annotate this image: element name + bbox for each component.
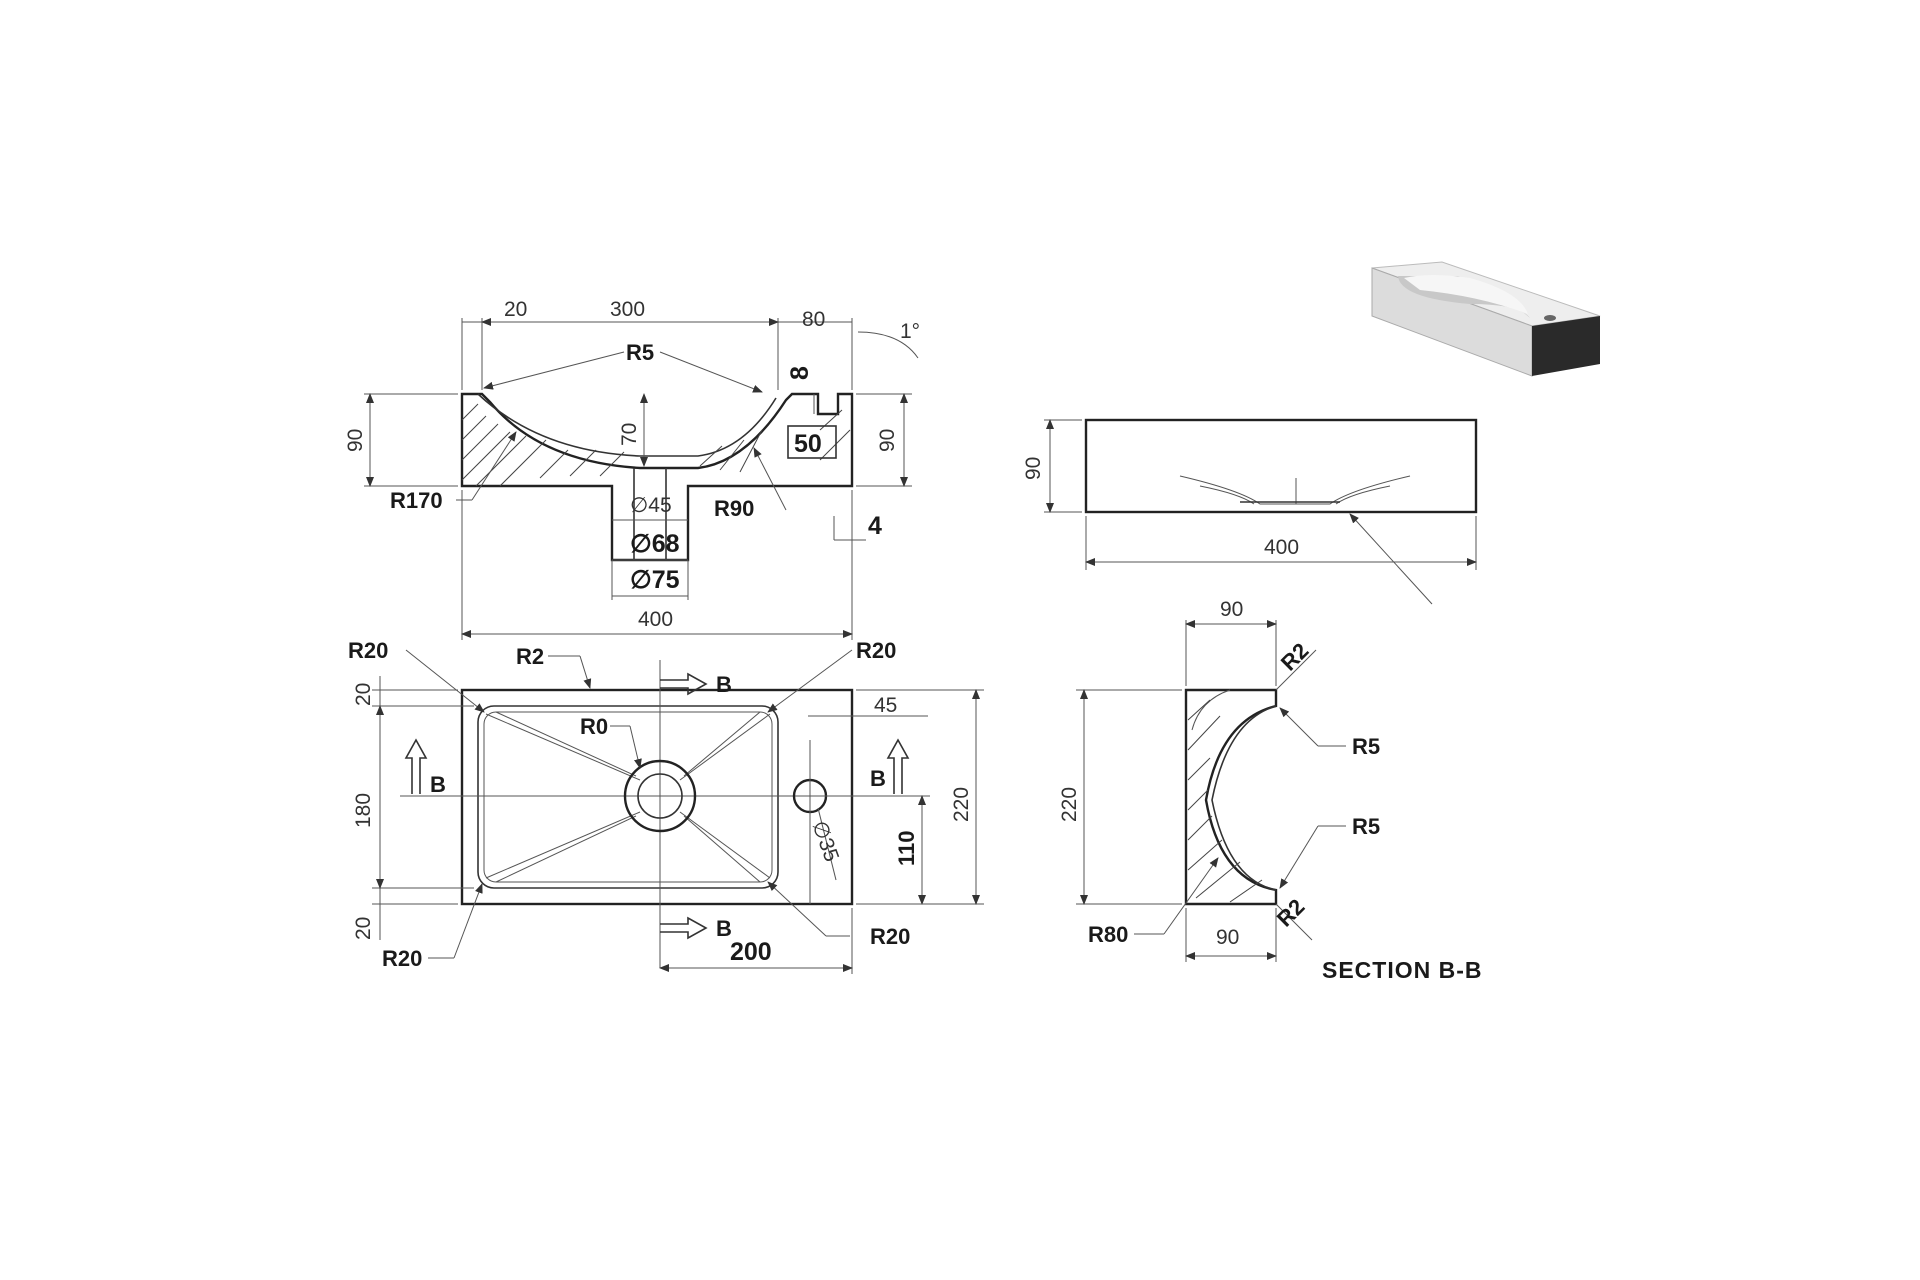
dim-tap-width: 50 bbox=[794, 430, 822, 458]
section-caption: SECTION B-B bbox=[1322, 957, 1483, 983]
radius-bowl-right: R90 bbox=[714, 496, 754, 521]
dim-total-width: 400 bbox=[638, 608, 673, 631]
section-radius-bowl: R80 bbox=[1088, 922, 1128, 947]
section-marker-bottom: B bbox=[716, 916, 732, 941]
side-dim-width: 400 bbox=[1264, 536, 1299, 559]
dim-basin-width: 300 bbox=[610, 298, 645, 321]
section-marker-right: B bbox=[870, 766, 886, 791]
top-view: B B B B R20 R2 R20 R0 R20 R20 20 180 20 bbox=[348, 638, 984, 974]
side-view: 90 400 bbox=[1022, 418, 1478, 605]
basin-render-image bbox=[1371, 261, 1601, 377]
side-dim-height: 90 bbox=[1022, 457, 1045, 480]
dim-total-depth: 220 bbox=[950, 787, 973, 822]
dia-drain-mid: ∅68 bbox=[630, 530, 680, 558]
dim-height-left: 90 bbox=[344, 429, 367, 452]
dia-tap-hole: ∅35 bbox=[807, 818, 843, 865]
dim-tap-height: 110 bbox=[894, 831, 919, 867]
section-dim-bottom-width: 90 bbox=[1216, 926, 1239, 949]
radius-top-left: R20 bbox=[348, 638, 388, 663]
dim-height-right: 90 bbox=[876, 429, 899, 452]
section-radius-bottom-corner: R2 bbox=[1272, 894, 1310, 932]
section-radius-lower: R5 bbox=[1352, 814, 1380, 839]
radius-drain: R0 bbox=[580, 714, 608, 739]
dim-margin-bottom: 20 bbox=[352, 917, 375, 940]
radius-rim: R5 bbox=[626, 340, 654, 365]
dim-deck: 80 bbox=[802, 308, 825, 331]
section-view: 90 90 220 R2 R2 R5 R5 R80 SECTION B-B bbox=[1058, 598, 1483, 983]
dim-left-margin: 20 bbox=[504, 298, 527, 321]
radius-edge: R2 bbox=[516, 644, 544, 669]
section-marker-top: B bbox=[716, 672, 732, 697]
dim-margin-top: 20 bbox=[352, 683, 375, 706]
dim-bowl-depth: 70 bbox=[618, 423, 641, 446]
section-dim-top-width: 90 bbox=[1220, 598, 1243, 621]
front-view: 20 300 80 1° R5 8 50 90 90 70 R170 R90 bbox=[344, 298, 920, 640]
dia-drain-inner: ∅45 bbox=[630, 494, 672, 517]
radius-bottom-left: R20 bbox=[382, 946, 422, 971]
radius-top-right: R20 bbox=[856, 638, 896, 663]
section-marker-left: B bbox=[430, 772, 446, 797]
dim-tap-offset: 45 bbox=[874, 694, 897, 717]
dim-tilt: 1° bbox=[900, 320, 920, 343]
section-radius-top-corner: R2 bbox=[1276, 638, 1314, 676]
dim-tap-depth: 8 bbox=[786, 366, 814, 380]
section-radius-upper: R5 bbox=[1352, 734, 1380, 759]
radius-bottom-right: R20 bbox=[870, 924, 910, 949]
radius-bowl-left: R170 bbox=[390, 488, 443, 513]
dim-drain-x: 200 bbox=[730, 938, 772, 966]
dim-inner-depth: 180 bbox=[352, 793, 375, 828]
section-dim-height: 220 bbox=[1058, 787, 1081, 822]
dim-bottom: 4 bbox=[868, 512, 882, 540]
dia-drain-outer: ∅75 bbox=[630, 566, 680, 594]
